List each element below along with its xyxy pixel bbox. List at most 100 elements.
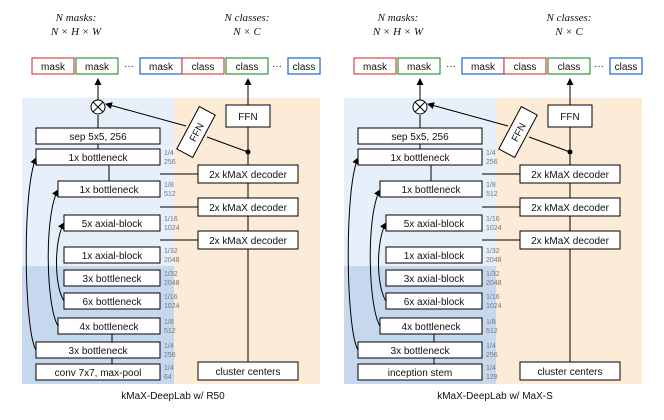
block-channels: 2048 xyxy=(164,257,180,264)
mask-label-1: mask xyxy=(363,62,388,73)
block-stride: 1/32 xyxy=(164,248,178,255)
block-label: 1x bottleneck xyxy=(391,153,451,164)
block-stride: 1/4 xyxy=(164,343,174,350)
class-ellipsis: ··· xyxy=(272,61,282,72)
decoder-1: 2x kMaX decoder xyxy=(197,164,299,184)
mask-box-2 xyxy=(397,57,441,75)
mask-ellipsis: ··· xyxy=(124,61,134,72)
class-box-2 xyxy=(547,57,591,75)
encoder-blocks: 1x bottleneck 1/4 256 1x bottleneck 1/8 51… xyxy=(35,148,180,381)
diagram-maxs: N masks: N × H × W N classes: N × C mask… xyxy=(344,12,643,402)
block-channels: 256 xyxy=(486,159,498,166)
block-stride: 1/16 xyxy=(164,294,178,301)
encoder-blocks: 1x bottleneck 1/4 256 1x bottleneck 1/8 51… xyxy=(357,148,502,381)
cluster-centers-box xyxy=(519,361,621,381)
block-channels: 512 xyxy=(164,328,176,335)
decoder-label-3: 2x kMaX decoder xyxy=(531,236,609,247)
block-channels: 256 xyxy=(164,352,176,359)
decoder-label-3: 2x kMaX decoder xyxy=(209,236,287,247)
block-label: 4x bottleneck xyxy=(402,322,462,333)
cluster-centers-label: cluster centers xyxy=(537,367,602,378)
decoder-2: 2x kMaX decoder xyxy=(197,197,299,217)
multiply-icon xyxy=(90,99,106,115)
class-box-3 xyxy=(287,57,321,75)
diagram-r50: N masks: N × H × W N classes: N × C mask… xyxy=(22,12,321,402)
block-label: 3x bottleneck xyxy=(83,274,143,285)
class-box-3 xyxy=(609,57,643,75)
block-label: 6x axial-block xyxy=(404,297,466,308)
block-label: 1x bottleneck xyxy=(402,185,462,196)
block-channels: 1024 xyxy=(164,225,180,232)
block-stride: 1/4 xyxy=(164,365,174,372)
class-label-1: class xyxy=(514,62,537,73)
block-label: 1x bottleneck xyxy=(80,185,140,196)
classes-title: N classes: xyxy=(224,12,270,24)
ffn-mask-box: FFN xyxy=(498,105,538,159)
sep-conv-label: sep 5x5, 256 xyxy=(69,132,127,143)
caption: kMaX-DeepLab w/ R50 xyxy=(121,391,225,402)
mask-box-2 xyxy=(75,57,119,75)
caption: kMaX-DeepLab w/ MaX-S xyxy=(437,391,553,402)
block-channels: 2048 xyxy=(486,280,502,287)
class-label-2: class xyxy=(236,62,259,73)
block-stride: 1/16 xyxy=(486,294,500,301)
mask-outputs: mask mask ··· mask xyxy=(31,57,183,75)
block-stride: 1/32 xyxy=(164,271,178,278)
block-label: 3x axial-block xyxy=(404,274,466,285)
block-stride: 1/8 xyxy=(486,182,496,189)
block-channels: 128 xyxy=(486,374,498,381)
mask-outputs: mask mask ··· mask xyxy=(353,57,505,75)
block-channels: 512 xyxy=(164,191,176,198)
block-channels: 256 xyxy=(486,352,498,359)
block-label: inception stem xyxy=(388,368,452,379)
class-label-1: class xyxy=(192,62,215,73)
block-label: conv 7x7, max-pool xyxy=(55,368,142,379)
multiply-icon xyxy=(412,99,428,115)
classes-title: N classes: xyxy=(546,12,592,24)
masks-title: N masks: xyxy=(55,12,97,24)
block-channels: 1024 xyxy=(486,225,502,232)
decoder-3: 2x kMaX decoder xyxy=(519,230,621,250)
mask-label-3: mask xyxy=(471,62,496,73)
block-stride: 1/4 xyxy=(164,150,174,157)
class-outputs: class class ··· class xyxy=(503,57,643,75)
block-stride: 1/4 xyxy=(486,365,496,372)
cluster-centers-label: cluster centers xyxy=(215,367,280,378)
block-stride: 1/8 xyxy=(486,319,496,326)
decoder-3: 2x kMaX decoder xyxy=(197,230,299,250)
block-label: 3x bottleneck xyxy=(391,346,451,357)
classes-shape: N × C xyxy=(232,26,261,38)
block-stride: 1/4 xyxy=(486,150,496,157)
block-channels: 64 xyxy=(164,374,172,381)
mask-label-3: mask xyxy=(149,62,174,73)
mask-label-1: mask xyxy=(41,62,66,73)
class-box-2 xyxy=(225,57,269,75)
block-stride: 1/16 xyxy=(486,216,500,223)
block-stride: 1/32 xyxy=(486,248,500,255)
decoder-2: 2x kMaX decoder xyxy=(519,197,621,217)
decoder-label-2: 2x kMaX decoder xyxy=(209,203,287,214)
block-label: 1x bottleneck xyxy=(69,153,129,164)
block-label: 1x axial-block xyxy=(82,251,144,262)
block-stride: 1/4 xyxy=(486,343,496,350)
class-label-3: class xyxy=(615,62,638,73)
decoder-label-1: 2x kMaX decoder xyxy=(209,170,287,181)
masks-shape: N × H × W xyxy=(50,26,102,38)
block-channels: 512 xyxy=(486,191,498,198)
sep-conv-label: sep 5x5, 256 xyxy=(391,132,449,143)
block-channels: 1024 xyxy=(486,303,502,310)
ffn-mask-box: FFN xyxy=(176,105,216,159)
class-ellipsis: ··· xyxy=(594,61,604,72)
decoder-label-1: 2x kMaX decoder xyxy=(531,170,609,181)
ffn-class-label: FFN xyxy=(560,112,579,123)
cluster-centers-box xyxy=(197,361,299,381)
block-channels: 1024 xyxy=(164,303,180,310)
block-stride: 1/8 xyxy=(164,182,174,189)
class-label-3: class xyxy=(293,62,316,73)
class-box-1 xyxy=(503,57,547,75)
class-outputs: class class ··· class xyxy=(181,57,321,75)
ffn-class-label: FFN xyxy=(238,112,257,123)
block-label: 5x axial-block xyxy=(82,219,144,230)
block-label: 4x bottleneck xyxy=(80,322,140,333)
